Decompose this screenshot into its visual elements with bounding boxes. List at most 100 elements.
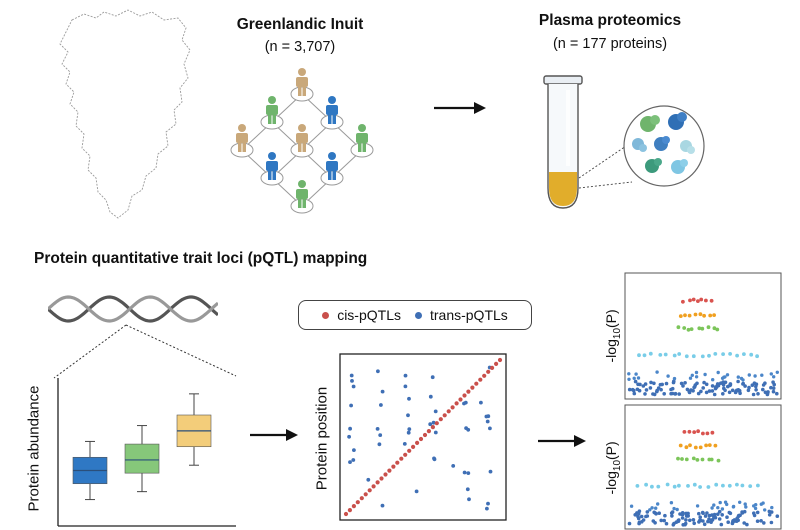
trans-pqtl-point	[403, 384, 408, 389]
cis-pqtl-point	[399, 456, 404, 461]
trans-pqtl-point	[428, 394, 433, 399]
manhattan-peak-point	[698, 445, 703, 450]
manhattan-point	[653, 511, 657, 515]
manhattan-point	[656, 502, 660, 506]
manhattan-point	[769, 510, 774, 514]
cis-pqtl-point	[395, 460, 400, 465]
legend: cis-pQTLs trans-pQTLs	[298, 300, 532, 330]
manhattan-peak-point	[648, 351, 653, 356]
manhattan-point	[690, 373, 694, 377]
manhattan-plot-top	[624, 272, 782, 400]
manhattan-point	[673, 392, 677, 396]
manhattan-point	[737, 388, 742, 393]
manhattan-point	[681, 384, 685, 388]
manhattan-peak-point	[755, 354, 759, 359]
manhattan-point	[767, 513, 772, 517]
manhattan-point	[651, 519, 656, 523]
manhattan-point	[683, 381, 687, 385]
manhattan-point	[752, 504, 756, 508]
trans-pqtl-point	[430, 375, 435, 380]
manhattan-point	[634, 372, 638, 376]
manhattan-point	[741, 378, 745, 382]
arrow-icon	[250, 429, 298, 441]
cis-pqtl-point	[482, 373, 487, 378]
manhattan-peak-point	[688, 298, 692, 303]
manhattan-point	[688, 518, 692, 523]
manhattan-peak-point	[681, 299, 685, 304]
cis-pqtl-point	[458, 397, 463, 402]
manhattan-point	[775, 370, 779, 374]
manhattan-point	[715, 382, 720, 386]
cis-pqtl-point	[367, 488, 372, 493]
cis-pqtl-point	[454, 401, 459, 406]
manhattan-point	[704, 390, 709, 395]
manhattan-peak-point	[672, 353, 677, 358]
manhattan-peak-point	[650, 484, 654, 489]
manhattan-peak-point	[713, 352, 718, 356]
manhattan-point	[664, 381, 669, 386]
manhattan-ylabel-top: -log10(P)	[603, 309, 623, 363]
manhattan-point	[684, 511, 688, 516]
cis-pqtl-point	[359, 496, 364, 501]
boxplot-chart	[57, 378, 236, 527]
cis-pqtl-point	[347, 508, 352, 513]
cis-pqtl-point	[490, 365, 495, 370]
manhattan-point	[754, 384, 758, 389]
manhattan-plot-bottom	[624, 404, 782, 530]
cis-pqtl-point	[355, 500, 360, 505]
manhattan-point	[707, 389, 712, 393]
cis-pqtl-point	[474, 381, 479, 386]
manhattan-point	[645, 510, 650, 514]
manhattan-point	[705, 511, 709, 515]
cis-pqtl-point	[450, 405, 455, 410]
manhattan-point	[636, 516, 641, 521]
manhattan-point	[723, 500, 728, 504]
manhattan-point	[694, 370, 699, 375]
manhattan-point	[727, 510, 732, 515]
manhattan-peak-point	[700, 354, 705, 359]
trans-pqtl-point	[433, 409, 438, 414]
manhattan-peak-point	[677, 483, 681, 488]
dna-strand	[48, 295, 218, 323]
trans-pqtl-point	[465, 487, 470, 492]
manhattan-peak-point	[728, 352, 732, 356]
manhattan-point	[641, 384, 646, 388]
manhattan-point	[694, 375, 699, 379]
trans-pqtl-point	[488, 426, 492, 431]
box-green	[124, 443, 160, 474]
manhattan-peak-point	[676, 456, 680, 461]
manhattan-point	[710, 389, 715, 393]
manhattan-point	[720, 513, 724, 517]
proteomics-subtitle: (n = 177 proteins)	[552, 36, 668, 52]
trans-pqtl-point	[378, 433, 383, 437]
manhattan-point	[760, 373, 764, 377]
manhattan-point	[672, 379, 676, 384]
manhattan-point	[710, 506, 714, 510]
trans-pqtl-point	[431, 420, 436, 425]
manhattan-point	[766, 390, 770, 394]
person-icon	[290, 124, 314, 158]
manhattan-peak-point	[704, 443, 708, 448]
manhattan-peak-point	[677, 352, 682, 356]
trans-pqtl-point	[485, 506, 489, 511]
scatter-ylabel: Protein position	[313, 386, 331, 491]
manhattan-point	[725, 373, 730, 377]
manhattan-peak-point	[689, 327, 694, 331]
trans-pqtl-point	[375, 427, 380, 431]
manhattan-point	[746, 388, 751, 393]
manhattan-peak-point	[727, 483, 732, 488]
trans-pqtl-point	[462, 401, 466, 406]
population-subtitle: (n = 3,707)	[264, 39, 336, 55]
trans-pqtl-point	[379, 403, 383, 407]
manhattan-point	[687, 389, 691, 394]
manhattan-point	[726, 520, 730, 524]
proteomics-title: Plasma proteomics	[538, 12, 682, 29]
manhattan-point	[669, 391, 673, 396]
manhattan-point	[650, 506, 654, 510]
manhattan-point	[644, 514, 648, 519]
trans-pqtl-point	[432, 456, 436, 461]
manhattan-peak-point	[688, 443, 692, 448]
manhattan-peak-point	[696, 299, 700, 303]
cis-pqtl-point	[497, 357, 503, 363]
manhattan-peak-point	[699, 297, 704, 302]
